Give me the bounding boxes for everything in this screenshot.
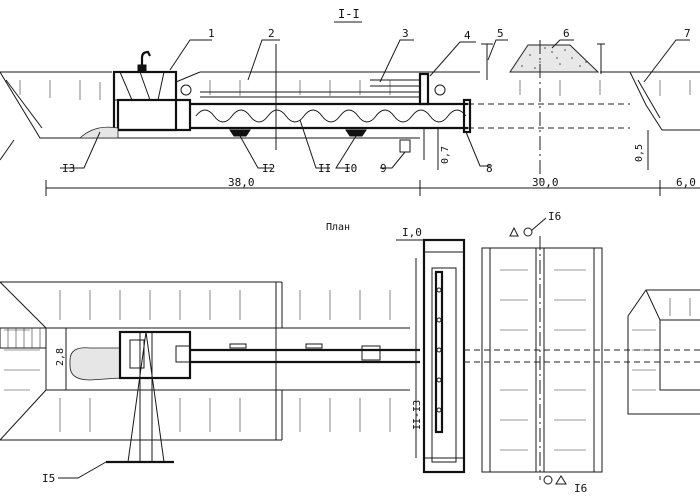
- machine-base: [116, 98, 192, 132]
- marker-circle-bottom: [543, 475, 553, 485]
- plan-receiving-pit-inner: [659, 320, 700, 391]
- receiving-pit-slope: [637, 79, 661, 119]
- support-10: [345, 129, 367, 137]
- callout-13: I3: [62, 162, 75, 175]
- plan-view: План: [0, 210, 700, 495]
- plan-support-b: [305, 343, 323, 349]
- shaft-bolts: [436, 287, 442, 413]
- callout-12: I2: [262, 162, 275, 175]
- marker-circle-top: [523, 227, 533, 237]
- soil-mound: [509, 44, 600, 73]
- thrust-pulley: [434, 84, 446, 96]
- callout-leaders: [60, 39, 690, 169]
- hook-block: [137, 64, 147, 72]
- pulley: [180, 84, 192, 96]
- support-12: [229, 129, 251, 137]
- callout-15-leader: [58, 461, 107, 479]
- dim-width-top: I,0: [402, 226, 422, 239]
- plan-spoil-pile: [69, 347, 121, 381]
- callout-2: 2: [268, 27, 275, 40]
- callout-4: 4: [464, 29, 471, 42]
- callout-16-top-leader: [531, 217, 547, 231]
- dim-length-left: 38,0: [228, 176, 255, 189]
- dim-width-left: 2,8: [55, 348, 66, 366]
- callout-7: 7: [684, 27, 691, 40]
- dim-length-right: 30,0: [532, 176, 559, 189]
- machine-brace-c: [157, 71, 165, 101]
- thrust-plate: [418, 72, 430, 106]
- dim-length-far: 6,0: [676, 176, 696, 189]
- machine-brace-a: [119, 71, 133, 101]
- mound-stipple: [521, 47, 587, 69]
- element-9: [399, 139, 411, 153]
- slope-leader: [0, 139, 15, 161]
- callout-9: 9: [380, 162, 387, 175]
- plan-stub: [0, 327, 47, 349]
- callout-15: I5: [42, 472, 55, 485]
- road-section: [481, 247, 603, 473]
- plan-machine-part-a: [129, 339, 145, 369]
- plan-hatching: [4, 290, 391, 432]
- plan-receiving-hatching: [632, 298, 691, 391]
- callout-8: 8: [486, 162, 493, 175]
- pit-bottom: [0, 71, 420, 139]
- callout-6: 6: [563, 27, 570, 40]
- receiving-pit: [629, 71, 700, 131]
- section-title: I-I: [338, 7, 360, 21]
- cutting-head: [462, 98, 472, 134]
- callout-10: I0: [344, 162, 357, 175]
- tripod-legs: [127, 331, 165, 463]
- plan-machine-part-b: [175, 345, 191, 363]
- pit-slope-inner: [5, 79, 43, 129]
- plan-receiving-pit-inner-top: [645, 289, 700, 321]
- shaft-frame-inner: [431, 267, 457, 463]
- crane-hook: [140, 50, 151, 72]
- cable: [175, 71, 201, 83]
- plan-pit-left-slope: [0, 281, 47, 441]
- road-hatching: [500, 269, 586, 451]
- machine-brace-b: [139, 71, 151, 101]
- plan-stub-ticks: [7, 328, 41, 348]
- spoil-pile: [78, 126, 119, 139]
- plan-support-a: [229, 343, 247, 349]
- auger-screw: [195, 109, 467, 123]
- callout-16-top: I6: [548, 210, 561, 223]
- shaft-frame-outer: [422, 238, 466, 474]
- marker-triangle-top: [509, 226, 519, 237]
- plan-receiving-pit: [627, 289, 700, 415]
- callout-11: II: [318, 162, 331, 175]
- plan-block: [361, 345, 381, 361]
- marker-triangle-bottom: [555, 475, 567, 485]
- dim-depth-b: 0,5: [634, 144, 645, 162]
- shaft-beam: [434, 270, 444, 434]
- section-view: I-I: [0, 7, 700, 196]
- dim-depth-a: 0,7: [440, 146, 451, 164]
- callout-1: 1: [208, 27, 215, 40]
- callout-16-bottom: I6: [574, 482, 587, 495]
- dim-span: II-I3: [412, 400, 423, 430]
- callout-3: 3: [402, 27, 409, 40]
- callout-5: 5: [497, 27, 504, 40]
- plan-title: План: [326, 222, 350, 233]
